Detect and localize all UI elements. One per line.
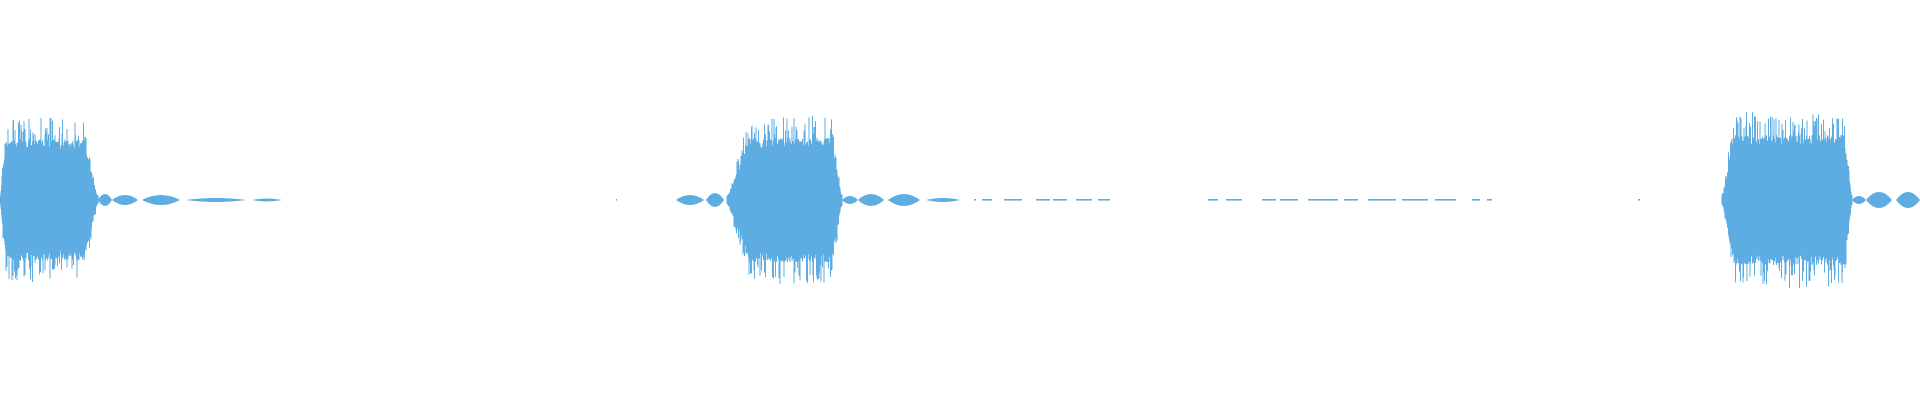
waveform-ripple: [858, 194, 884, 206]
waveform-ripple: [142, 195, 180, 205]
waveform-ripples: [98, 192, 1920, 208]
waveform-dash: [1435, 199, 1456, 201]
waveform-dash: [1053, 199, 1067, 201]
waveform-ripple: [112, 195, 138, 205]
waveform-dash: [982, 199, 992, 201]
waveform-burst: [1721, 112, 1853, 288]
waveform-ripple: [676, 195, 704, 205]
waveform-dash: [1226, 199, 1242, 201]
waveform-dash: [1368, 199, 1396, 201]
waveform-dash: [1472, 199, 1480, 201]
waveform-silence-dashes: [616, 199, 1640, 201]
waveform-ripple: [926, 198, 960, 202]
waveform-ripple: [706, 193, 724, 207]
waveform-dash: [1402, 199, 1428, 201]
waveform-dash: [1487, 199, 1492, 201]
waveform-dash: [1262, 199, 1276, 201]
waveform-dash: [974, 199, 976, 201]
waveform-ripple: [842, 196, 858, 204]
waveform-dash: [1280, 199, 1298, 201]
waveform-dash: [1004, 199, 1022, 201]
waveform-burst: [0, 118, 99, 282]
waveform-dash: [1638, 199, 1640, 201]
waveform-ripple: [1896, 192, 1920, 208]
waveform-ripple: [98, 194, 112, 206]
waveform-bursts: [0, 112, 1853, 288]
waveform-ripple: [888, 194, 920, 206]
waveform-dash: [1036, 199, 1050, 201]
waveform-dash: [1208, 199, 1218, 201]
waveform-burst: [726, 116, 843, 284]
waveform-dash: [1098, 199, 1110, 201]
waveform-dash: [616, 199, 617, 201]
waveform-dash: [1344, 199, 1358, 201]
waveform-dash: [1076, 199, 1092, 201]
waveform-ripple: [1852, 196, 1866, 204]
waveform-ripple: [1866, 192, 1892, 208]
waveform-ripple: [252, 198, 282, 202]
waveform-dash: [1308, 199, 1338, 201]
waveform-ripple: [186, 198, 246, 202]
